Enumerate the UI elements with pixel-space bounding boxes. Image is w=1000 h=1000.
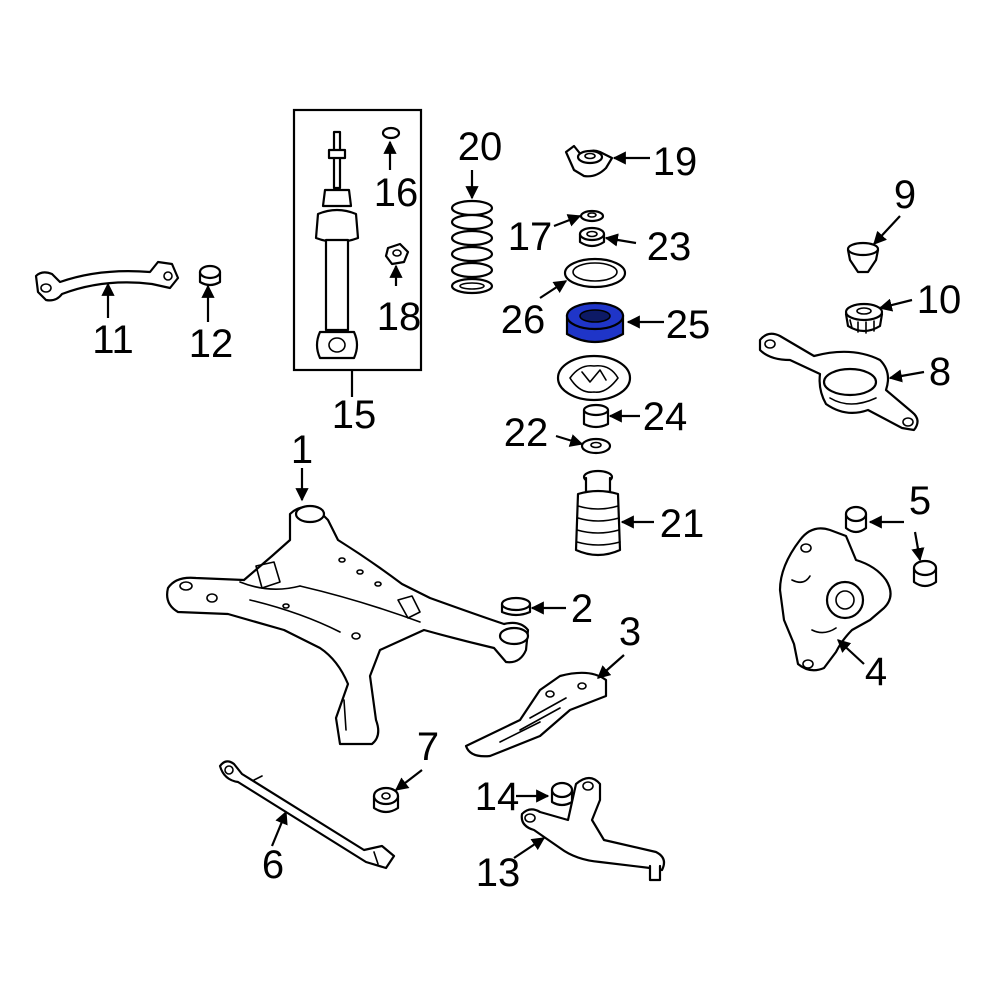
callout-19: 19 — [653, 140, 698, 184]
callout-6: 6 — [262, 843, 284, 887]
callout-25: 25 — [666, 303, 711, 347]
callout-21: 21 — [660, 502, 705, 546]
part-25-spring-insulator[interactable] — [565, 301, 625, 344]
part-14-bushing[interactable] — [550, 781, 574, 807]
part-19-upper-mount[interactable] — [564, 144, 614, 178]
callout-4: 4 — [865, 650, 887, 694]
part-lower-spring-seat — [556, 354, 632, 402]
part-20-coil-spring[interactable] — [450, 199, 494, 295]
callout-12: 12 — [189, 322, 234, 366]
callout-15: 15 — [332, 393, 377, 437]
part-4-knuckle[interactable] — [778, 527, 892, 672]
callout-2: 2 — [571, 587, 593, 631]
callout-20: 20 — [458, 125, 503, 169]
callout-10: 10 — [917, 278, 962, 322]
callout-24: 24 — [643, 395, 688, 439]
part-6-link[interactable] — [218, 760, 396, 870]
part-22-washer[interactable] — [580, 437, 612, 455]
part-16-washer[interactable] — [381, 126, 401, 140]
part-23-bushing[interactable] — [578, 226, 606, 248]
part-9-mount[interactable] — [846, 241, 880, 274]
part-5-bushing-upper[interactable] — [844, 505, 868, 534]
callout-8: 8 — [929, 350, 951, 394]
part-26-spring-seat[interactable] — [563, 257, 627, 289]
callout-14: 14 — [475, 775, 520, 819]
part-10-bushing[interactable] — [844, 302, 884, 334]
part-2-bushing[interactable] — [500, 596, 532, 617]
callout-5: 5 — [909, 479, 931, 523]
callout-26: 26 — [501, 298, 546, 342]
part-11-lateral-link[interactable] — [34, 260, 180, 302]
callout-1: 1 — [291, 428, 313, 472]
callout-7: 7 — [417, 725, 439, 769]
callout-16: 16 — [374, 171, 419, 215]
part-7-bushing[interactable] — [372, 786, 400, 814]
part-12-bushing[interactable] — [198, 264, 222, 287]
callout-labels: 1 2 3 4 5 6 7 8 9 10 11 12 13 14 15 16 1… — [92, 125, 961, 895]
part-18-nut[interactable] — [384, 242, 410, 266]
part-3-bracket[interactable] — [464, 671, 608, 758]
part-13-upper-arm[interactable] — [520, 776, 666, 882]
callout-23: 23 — [647, 225, 692, 269]
part-21-bump-boot[interactable] — [574, 469, 622, 557]
part-8-lower-arm[interactable] — [758, 332, 919, 432]
callout-13: 13 — [476, 851, 521, 895]
callout-3: 3 — [619, 610, 641, 654]
part-1-subframe[interactable] — [166, 504, 530, 746]
part-17-washer[interactable] — [579, 209, 605, 223]
callout-11: 11 — [92, 318, 134, 362]
part-5-bushing-lower[interactable] — [912, 559, 938, 588]
callout-9: 9 — [894, 173, 916, 217]
leader-lines — [101, 140, 925, 859]
callout-17: 17 — [508, 215, 553, 259]
part-24-bushing[interactable] — [582, 403, 610, 429]
part-shock-absorber[interactable] — [314, 130, 360, 360]
shock-assembly-box — [292, 108, 423, 372]
callout-18: 18 — [377, 295, 422, 339]
callout-22: 22 — [504, 411, 549, 455]
